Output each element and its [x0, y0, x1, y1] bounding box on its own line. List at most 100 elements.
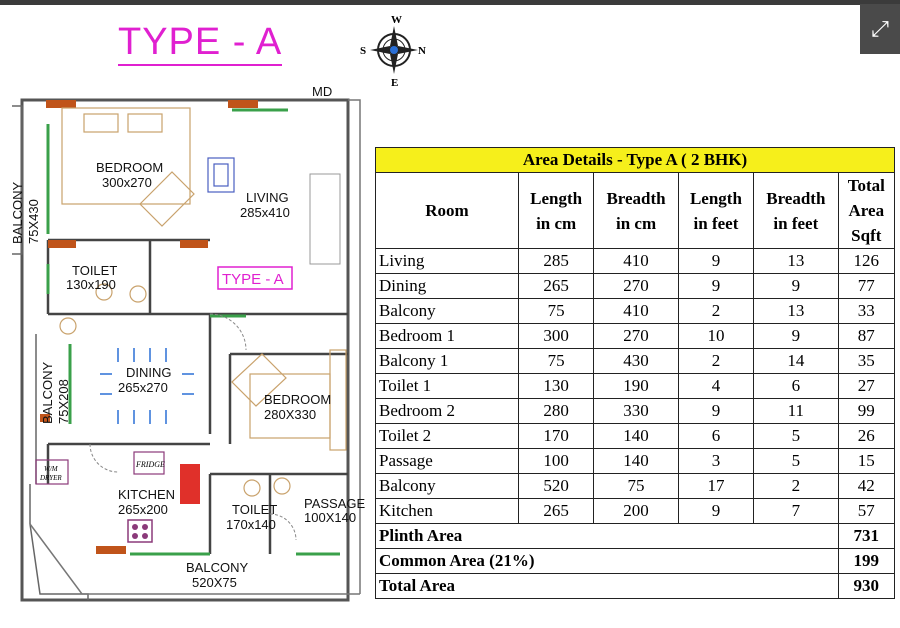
- cell-room: Toilet 2: [375, 423, 519, 449]
- label-passage: PASSAGE: [304, 496, 366, 511]
- cell-area: 99: [837, 398, 896, 424]
- cell-room: Living: [375, 248, 519, 274]
- label-dining-size: 265x270: [118, 380, 168, 395]
- label-dining: DINING: [126, 365, 172, 380]
- cell-area: 87: [837, 323, 896, 349]
- cell-breadth-ft: 5: [753, 423, 839, 449]
- cell-length-ft: 17: [677, 473, 755, 499]
- cell-length-cm: 265: [517, 498, 595, 524]
- cell-room: Bedroom 2: [375, 398, 519, 424]
- total-value: 930: [837, 573, 896, 599]
- cell-breadth-cm: 330: [593, 398, 679, 424]
- cell-length-ft: 4: [677, 373, 755, 399]
- label-bedroom2-size: 280X330: [264, 407, 316, 422]
- cell-area: 33: [837, 298, 896, 324]
- cell-breadth-cm: 190: [593, 373, 679, 399]
- label-living-size: 285x410: [240, 205, 290, 220]
- cell-length-ft: 6: [677, 423, 755, 449]
- common-label: Common Area (21%): [375, 548, 839, 574]
- cell-room: Toilet 1: [375, 373, 519, 399]
- cell-breadth-ft: 2: [753, 473, 839, 499]
- cell-area: 77: [837, 273, 896, 299]
- cell-breadth-cm: 410: [593, 248, 679, 274]
- label-balcony-bottom-size: 520X75: [192, 575, 237, 590]
- cell-room: Balcony: [375, 473, 519, 499]
- cell-room: Balcony: [375, 298, 519, 324]
- label-kitchen: KITCHEN: [118, 487, 175, 502]
- cell-breadth-cm: 270: [593, 323, 679, 349]
- plinth-value: 731: [837, 523, 896, 549]
- top-bar: [0, 0, 900, 5]
- floor-plan: MD BEDROOM 300x270 LIVING 285x410 BALCON…: [10, 84, 366, 602]
- cell-length-ft: 9: [677, 273, 755, 299]
- cell-length-cm: 130: [517, 373, 595, 399]
- cell-breadth-ft: 9: [753, 273, 839, 299]
- cell-breadth-ft: 5: [753, 448, 839, 474]
- cell-length-cm: 520: [517, 473, 595, 499]
- cell-area: 15: [837, 448, 896, 474]
- label-kitchen-size: 265x200: [118, 502, 168, 517]
- cell-breadth-cm: 140: [593, 448, 679, 474]
- cell-length-ft: 3: [677, 448, 755, 474]
- cell-breadth-cm: 430: [593, 348, 679, 374]
- label-balcony-bottom: BALCONY: [186, 560, 248, 575]
- cell-length-cm: 280: [517, 398, 595, 424]
- plinth-label: Plinth Area: [375, 523, 839, 549]
- cell-breadth-ft: 7: [753, 498, 839, 524]
- cell-length-ft: 10: [677, 323, 755, 349]
- label-toilet1: TOILET: [72, 263, 117, 278]
- header-room: Room: [375, 172, 519, 249]
- cell-length-ft: 9: [677, 498, 755, 524]
- cell-breadth-ft: 13: [753, 248, 839, 274]
- cell-length-cm: 300: [517, 323, 595, 349]
- cell-length-cm: 170: [517, 423, 595, 449]
- total-label: Total Area: [375, 573, 839, 599]
- compass-e: E: [391, 77, 398, 89]
- compass-n: N: [418, 45, 426, 57]
- cell-area: 42: [837, 473, 896, 499]
- cell-room: Passage: [375, 448, 519, 474]
- label-fridge: FRIDGE: [135, 460, 165, 469]
- common-value: 199: [837, 548, 896, 574]
- cell-length-ft: 9: [677, 248, 755, 274]
- cell-length-ft: 9: [677, 398, 755, 424]
- cell-breadth-ft: 6: [753, 373, 839, 399]
- expand-button[interactable]: ⤢: [860, 4, 900, 54]
- compass-s: S: [360, 45, 366, 57]
- cell-room: Bedroom 1: [375, 323, 519, 349]
- compass-w: W: [391, 14, 402, 26]
- cell-area: 57: [837, 498, 896, 524]
- cell-breadth-cm: 75: [593, 473, 679, 499]
- cell-area: 126: [837, 248, 896, 274]
- label-wm: W/M: [44, 465, 59, 473]
- label-bedroom1: BEDROOM: [96, 160, 163, 175]
- cell-length-ft: 2: [677, 298, 755, 324]
- cell-breadth-cm: 410: [593, 298, 679, 324]
- compass-icon: W S N E: [360, 14, 426, 89]
- cell-length-cm: 75: [517, 298, 595, 324]
- label-balcony-mid-size: 75X208: [56, 379, 71, 424]
- label-balcony-mid: BALCONY: [40, 362, 55, 424]
- cell-length-cm: 265: [517, 273, 595, 299]
- row-common-area: Common Area (21%) 199: [375, 548, 896, 574]
- expand-icon: ⤢: [871, 16, 889, 42]
- table-caption: Area Details - Type A ( 2 BHK): [375, 147, 895, 173]
- label-dryer: DRYER: [39, 474, 62, 482]
- cell-breadth-cm: 270: [593, 273, 679, 299]
- cell-room: Kitchen: [375, 498, 519, 524]
